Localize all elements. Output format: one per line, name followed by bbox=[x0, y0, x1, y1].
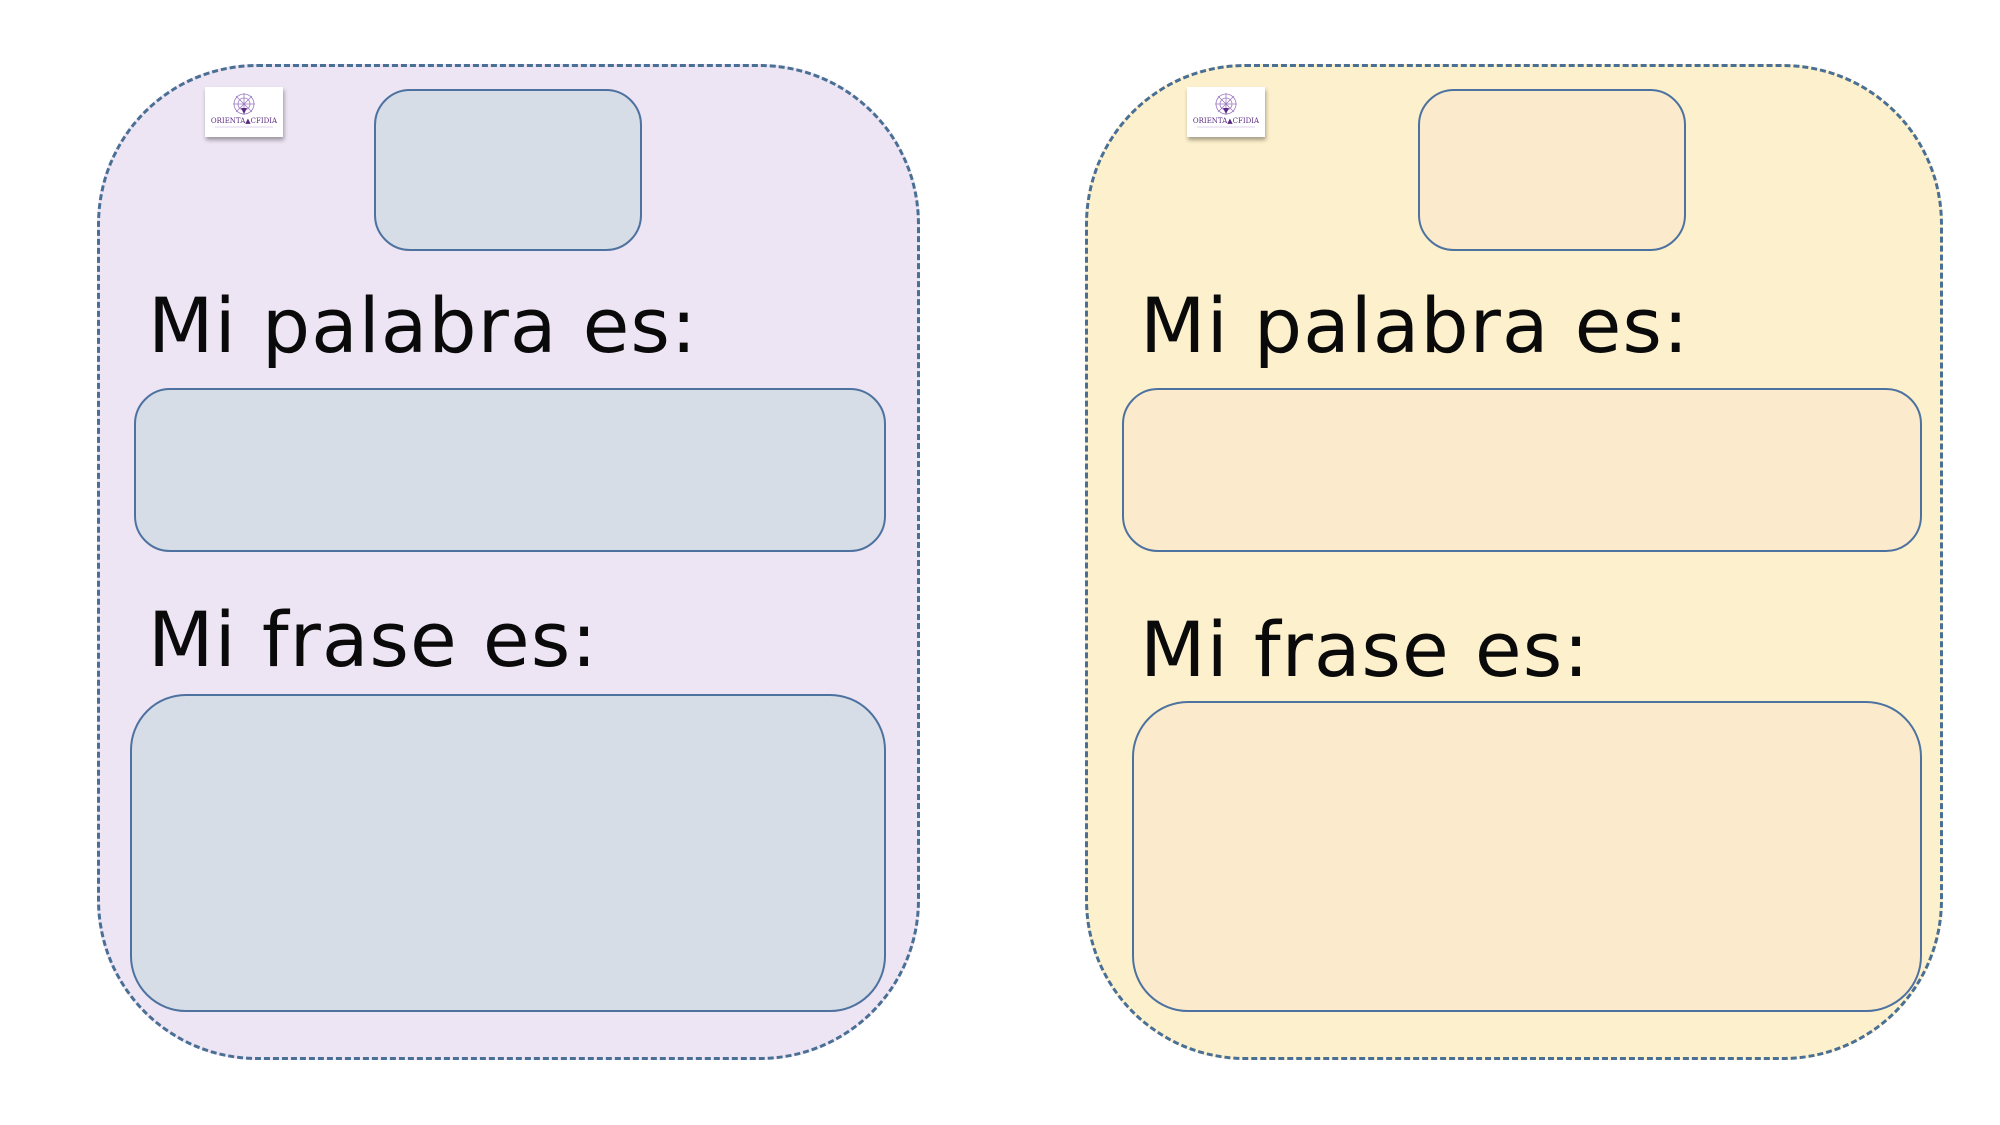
word-answer-box[interactable] bbox=[1122, 388, 1922, 552]
sentence-label: Mi frase es: bbox=[1140, 605, 1590, 694]
logo-orientacfidia: ORIENTA▲CFIDIA bbox=[1187, 87, 1265, 137]
worksheet-card-left: ORIENTA▲CFIDIA Mi palabra es: Mi frase e… bbox=[97, 64, 920, 1060]
word-label: Mi palabra es: bbox=[1140, 281, 1690, 370]
logo-text: ORIENTA▲CFIDIA bbox=[211, 117, 278, 125]
logo-icon: ORIENTA▲CFIDIA bbox=[211, 93, 278, 128]
sentence-answer-box[interactable] bbox=[1132, 701, 1922, 1012]
word-label: Mi palabra es: bbox=[148, 281, 698, 370]
sentence-label: Mi frase es: bbox=[148, 595, 598, 684]
worksheet-card-right: ORIENTA▲CFIDIA Mi palabra es: Mi frase e… bbox=[1085, 64, 1943, 1060]
logo-orientacfidia: ORIENTA▲CFIDIA bbox=[205, 87, 283, 137]
word-answer-box[interactable] bbox=[134, 388, 886, 552]
logo-text: ORIENTA▲CFIDIA bbox=[1193, 117, 1260, 125]
picture-box[interactable] bbox=[1418, 89, 1686, 251]
logo-icon: ORIENTA▲CFIDIA bbox=[1193, 93, 1260, 128]
sentence-answer-box[interactable] bbox=[130, 694, 886, 1012]
picture-box[interactable] bbox=[374, 89, 642, 251]
